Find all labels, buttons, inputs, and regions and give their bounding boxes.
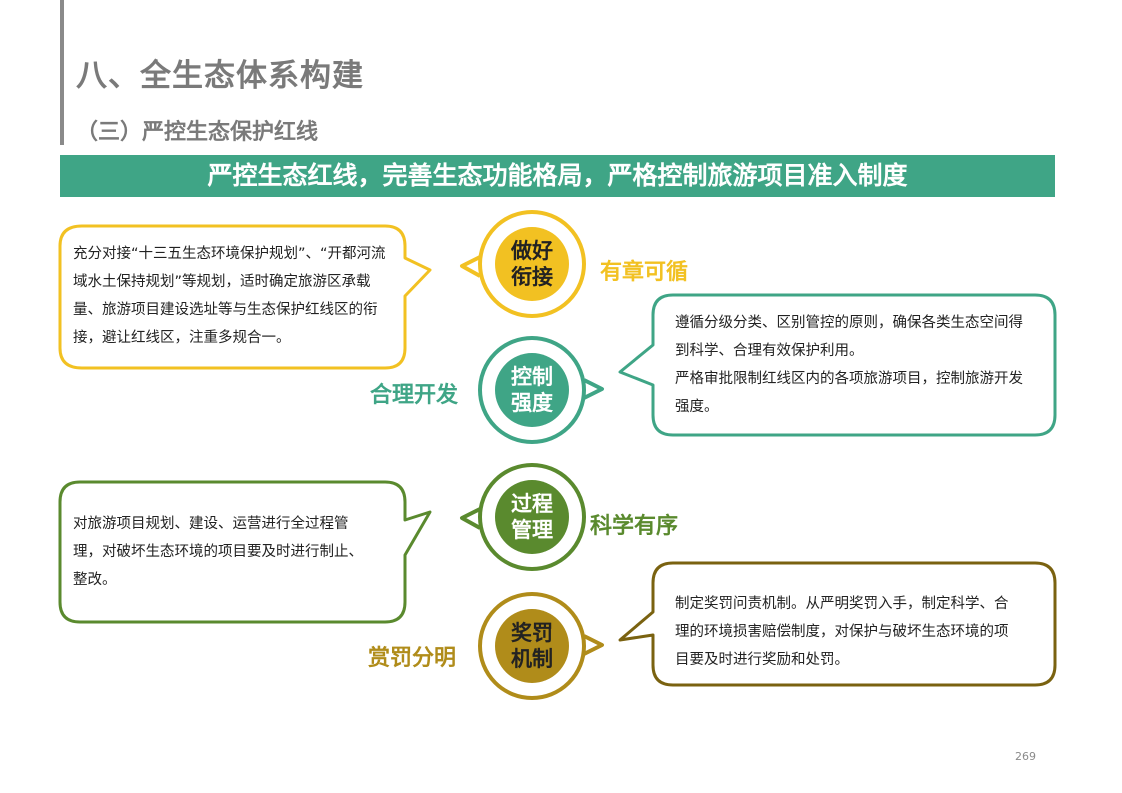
circle-pointer-4 bbox=[583, 634, 604, 656]
bubble-text-4-para: 制定奖罚问责机制。从严明奖罚入手，制定科学、合理的环境损害赔偿制度，对保护与破坏… bbox=[675, 596, 1009, 668]
bubble-text-3-para: 对旅游项目规划、建设、运营进行全过程管理，对破坏生态环境的项目要及时进行制止、整… bbox=[73, 516, 363, 588]
bubble-text-4: 制定奖罚问责机制。从严明奖罚入手，制定科学、合理的环境损害赔偿制度，对保护与破坏… bbox=[675, 590, 1020, 674]
speech-bubble-4 bbox=[618, 561, 1057, 687]
circle-pointer-3 bbox=[460, 507, 481, 530]
bubble-text-2-para-2: 严格审批限制红线区内的各项旅游项目，控制旅游开发强度。 bbox=[675, 371, 1023, 415]
page-number: 269 bbox=[1015, 750, 1036, 763]
bubble-text-1: 充分对接“十三五生态环境保护规划”、“开都河流域水土保持规划”等规划，适时确定旅… bbox=[73, 240, 393, 352]
title-accent-bar bbox=[60, 0, 64, 145]
slogan-3: 科学有序 bbox=[590, 514, 679, 539]
slogan-1: 有章可循 bbox=[600, 260, 689, 285]
bubble-text-3: 对旅游项目规划、建设、运营进行全过程管理，对破坏生态环境的项目要及时进行制止、整… bbox=[73, 510, 373, 594]
section-subtitle: （三）严控生态保护红线 bbox=[76, 120, 319, 145]
speech-bubble-1 bbox=[58, 224, 432, 370]
speech-bubble-2 bbox=[618, 293, 1057, 437]
slogan-2: 合理开发 bbox=[370, 383, 459, 408]
bubble-text-2-para-1: 遵循分级分类、区别管控的原则，确保各类生态空间得到科学、合理有效保护利用。 bbox=[675, 315, 1023, 359]
banner-headline: 严控生态红线，完善生态功能格局，严格控制旅游项目准入制度 bbox=[60, 155, 1055, 197]
speech-bubble-3 bbox=[58, 480, 432, 624]
circle-label-3: 过程管理 bbox=[495, 480, 569, 554]
circle-label-2: 控制强度 bbox=[495, 353, 569, 427]
slogan-4: 赏罚分明 bbox=[368, 646, 457, 671]
bubble-text-2: 遵循分级分类、区别管控的原则，确保各类生态空间得到科学、合理有效保护利用。 严格… bbox=[675, 309, 1033, 421]
circle-pointer-2 bbox=[583, 378, 604, 400]
page-title: 八、全生态体系构建 bbox=[76, 58, 364, 94]
bubble-text-1-para: 充分对接“十三五生态环境保护规划”、“开都河流域水土保持规划”等规划，适时确定旅… bbox=[73, 246, 386, 346]
circle-pointer-1 bbox=[460, 255, 481, 278]
circle-label-1: 做好衔接 bbox=[495, 227, 569, 301]
circle-label-4: 奖罚机制 bbox=[495, 609, 569, 683]
